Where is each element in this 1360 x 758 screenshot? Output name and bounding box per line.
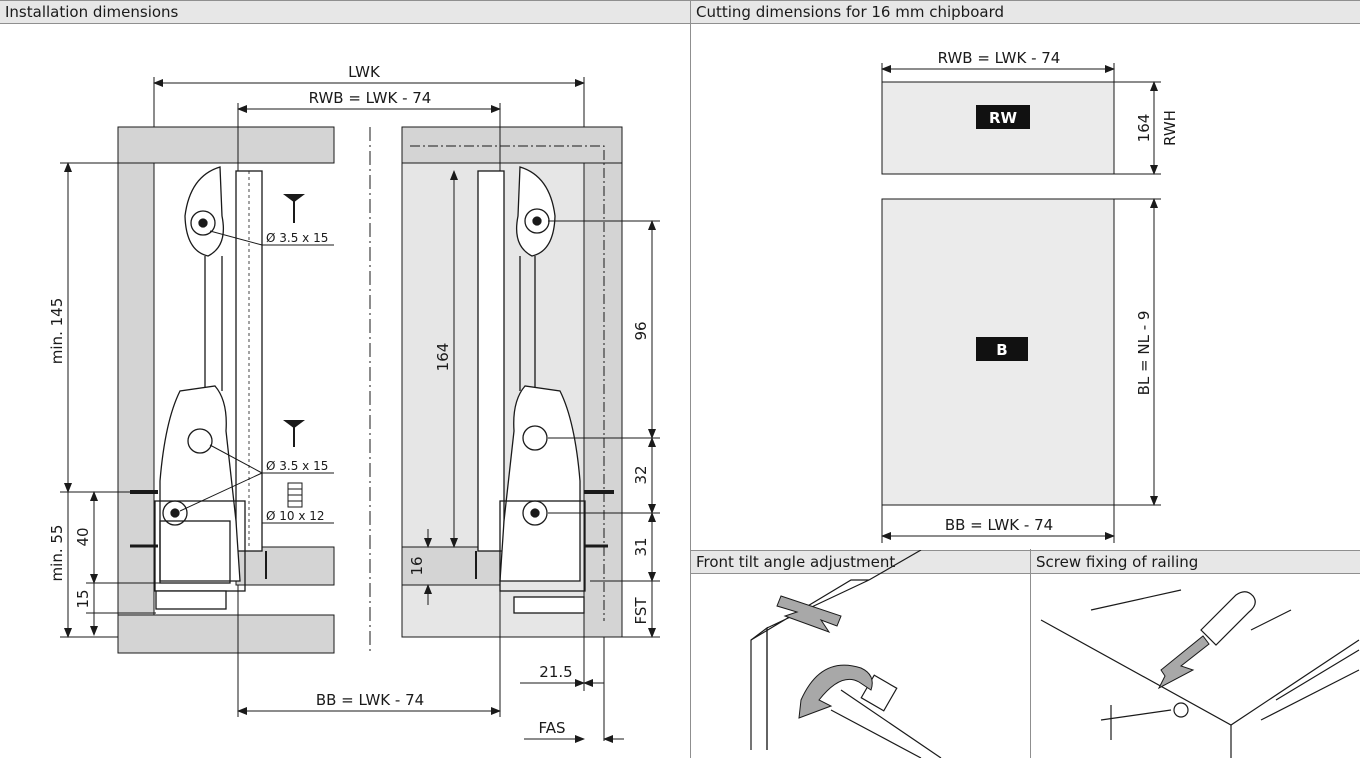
dim-min55: min. 55	[48, 525, 66, 582]
dim-bb: BB = LWK - 74	[316, 691, 424, 709]
left-drawer-mechanism	[130, 166, 263, 610]
dim-21-5: 21.5	[539, 663, 572, 681]
tilt-title: Front tilt angle adjustment	[691, 550, 1030, 574]
dim-lwk: LWK	[348, 63, 381, 81]
b-label: B	[996, 341, 1007, 359]
label-dowel: Ø 10 x 12	[266, 509, 325, 523]
right-drawer-mechanism	[477, 166, 614, 614]
label-screw-top: Ø 3.5 x 15	[266, 231, 328, 245]
top-border	[0, 0, 1360, 1]
railing-panel: Screw fixing of railing	[1031, 550, 1360, 758]
b-badge	[976, 337, 1028, 361]
installation-title: Installation dimensions	[0, 1, 690, 24]
dim-96: 96	[632, 321, 650, 340]
cutting-title: Cutting dimensions for 16 mm chipboard	[691, 1, 1360, 24]
dim-15: 15	[74, 589, 92, 608]
divider-vertical	[690, 0, 691, 758]
label-screw-mid: Ø 3.5 x 15	[266, 459, 328, 473]
dim-rwb: RWB = LWK - 74	[309, 89, 432, 107]
dim-32: 32	[632, 465, 650, 484]
cut-dim-164: 164	[1135, 114, 1153, 143]
rotate-arrow-icon	[798, 664, 873, 719]
dim-fas: FAS	[538, 719, 565, 737]
dim-40: 40	[74, 527, 92, 546]
dimension-lines	[60, 77, 660, 743]
cut-dim-bl: BL = NL - 9	[1135, 311, 1153, 396]
cutting-drawing: RW B RWB = LWK - 74 164 RWH BL = NL - 9 …	[881, 49, 1179, 543]
cut-dim-bb: BB = LWK - 74	[945, 516, 1053, 534]
tilt-panel: Front tilt angle adjustment	[691, 550, 1030, 758]
dim-31: 31	[632, 537, 650, 556]
cut-dim-rwh: RWH	[1161, 110, 1179, 146]
railing-title: Screw fixing of railing	[1031, 550, 1360, 574]
left-cabinet-side	[117, 126, 335, 654]
dim-fst: FST	[632, 597, 650, 625]
cutting-dimension-lines	[881, 63, 1161, 543]
tilt-arrow-icon	[776, 595, 842, 633]
dim-min145: min. 145	[48, 298, 66, 364]
screw-icons	[265, 194, 477, 579]
cutting-panel: Cutting dimensions for 16 mm chipboard R…	[691, 1, 1360, 549]
rw-badge	[976, 105, 1030, 129]
installation-panel: Installation dimensions	[0, 1, 690, 758]
rw-label: RW	[989, 109, 1018, 127]
tilt-drawing	[750, 550, 942, 758]
railing-drawing	[1040, 589, 1360, 758]
installation-drawing: LWK RWB = LWK - 74 BB = LWK - 74 min. 14…	[48, 63, 660, 743]
insert-arrow-icon	[1157, 635, 1210, 690]
cut-dim-rwb: RWB = LWK - 74	[938, 49, 1061, 67]
dim-16: 16	[408, 556, 426, 575]
divider-bottom-right	[1030, 549, 1031, 758]
dim-164: 164	[434, 343, 452, 372]
